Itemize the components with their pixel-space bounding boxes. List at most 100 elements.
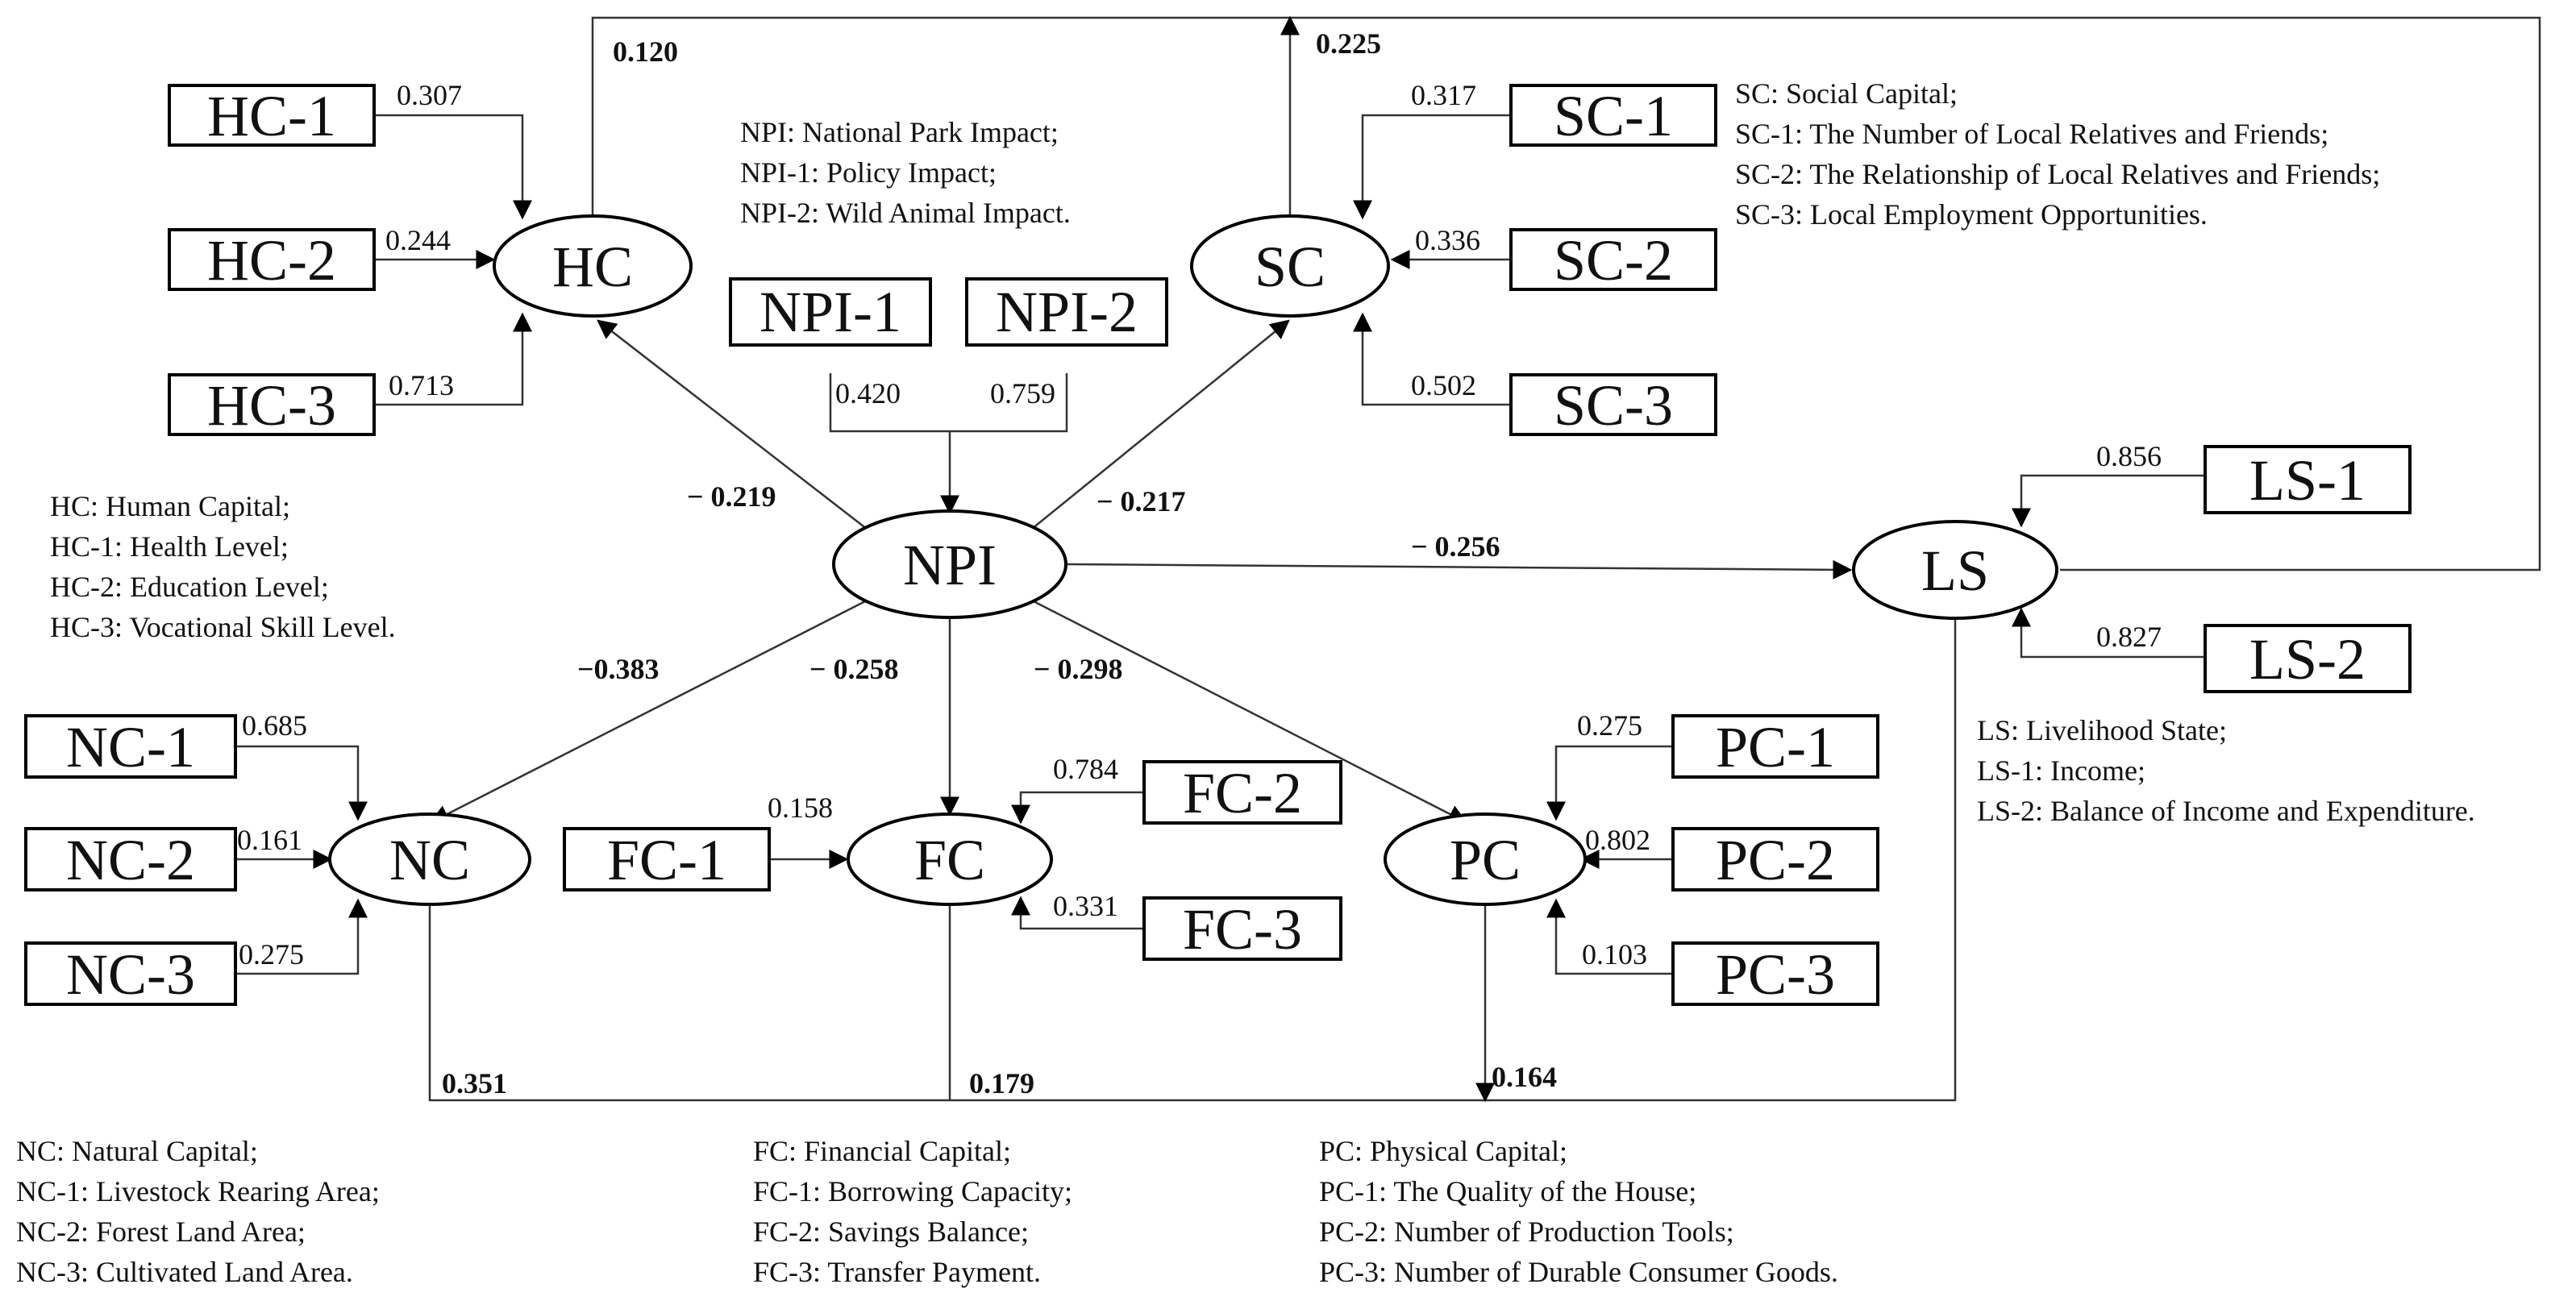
fc1-loading: 0.158 [768, 792, 833, 824]
hc1-label: HC-1 [207, 84, 336, 148]
nc1-loading: 0.685 [242, 709, 307, 742]
pc1-loading: 0.275 [1577, 709, 1642, 742]
ls1-loading: 0.856 [2096, 440, 2162, 472]
npi-to-pc-path [1031, 599, 1468, 824]
pc1-to-pc-arrow [1546, 745, 1673, 821]
legend-npi-line: NPI-2: Wild Animal Impact. [740, 197, 1071, 229]
npi1-label: NPI-1 [759, 280, 901, 344]
npi2-box [965, 277, 1168, 347]
nc1-label: NC-1 [66, 715, 195, 779]
npi-fc-coefficient: − 0.258 [809, 653, 899, 685]
npi-ls-coefficient: − 0.256 [1411, 530, 1500, 563]
pc2-label: PC-2 [1716, 828, 1835, 892]
sc3-to-sc-arrow [1353, 312, 1511, 406]
legend-hc-line: HC-2: Education Level; [50, 571, 329, 603]
hc3-box [168, 373, 376, 436]
legend-nc-line: NC-2: Forest Land Area; [16, 1216, 306, 1248]
ls2-box [2204, 624, 2412, 693]
fc-ls-coefficient: 0.179 [969, 1067, 1034, 1099]
pc2-loading: 0.802 [1585, 824, 1650, 856]
npi-to-ls-path [1066, 559, 1853, 580]
legend-ls-line: LS-2: Balance of Income and Expenditure. [1977, 795, 2475, 827]
sc2-label: SC-2 [1554, 228, 1673, 293]
ls1-to-ls-arrow [2012, 474, 2205, 528]
nc-label: NC [389, 828, 470, 892]
legend-pc-line: PC-3: Number of Durable Consumer Goods. [1319, 1256, 1838, 1288]
pc2-box [1671, 827, 1879, 891]
sc-label: SC [1255, 235, 1325, 299]
legend-npi-line: NPI-1: Policy Impact; [740, 156, 997, 189]
fc2-box [1142, 760, 1342, 825]
npi1-loading: 0.420 [835, 377, 901, 409]
hc2-box [168, 228, 376, 291]
legend-nc: NC: Natural Capital; NC-1: Livestock Rea… [16, 1135, 380, 1288]
legend-nc-line: NC-1: Livestock Rearing Area; [16, 1175, 380, 1207]
pc3-box [1671, 941, 1879, 1006]
legend-ls-line: LS: Livelihood State; [1977, 714, 2227, 746]
fc2-to-fc-arrow [1011, 791, 1144, 825]
sc1-label: SC-1 [1554, 84, 1673, 148]
npi-to-hc-path [597, 319, 872, 533]
npi-label: NPI [903, 533, 997, 597]
nc-fc-pc-to-ls-path [428, 614, 1957, 1100]
sc3-box [1509, 373, 1717, 436]
pc3-loading: 0.103 [1582, 938, 1647, 970]
fc3-label: FC-3 [1183, 897, 1302, 962]
legend-sc-line: SC-3: Local Employment Opportunities. [1735, 198, 2208, 231]
npi-nc-coefficient: −0.383 [577, 653, 660, 685]
legend-ls-line: LS-1: Income; [1977, 754, 2145, 787]
hc1-loading: 0.307 [397, 79, 462, 111]
legend-fc: FC: Financial Capital; FC-1: Borrowing C… [753, 1135, 1072, 1288]
legend-sc-line: SC: Social Capital; [1735, 77, 1958, 110]
sc1-loading: 0.317 [1411, 79, 1476, 111]
hc3-to-hc-arrow [374, 312, 532, 406]
ls1-box [2204, 445, 2412, 514]
legend-fc-line: FC-3: Transfer Payment. [753, 1256, 1041, 1288]
pc3-to-pc-arrow [1546, 898, 1673, 975]
sc2-box [1509, 228, 1717, 291]
sc-ls-coefficient: 0.225 [1316, 27, 1381, 60]
legend-pc-line: PC: Physical Capital; [1319, 1135, 1567, 1167]
legend-pc-line: PC-2: Number of Production Tools; [1319, 1216, 1734, 1248]
pc1-label: PC-1 [1716, 715, 1835, 779]
loading-labels: 0.307 0.244 0.713 0.420 0.759 0.317 0.33… [237, 79, 2162, 970]
npi-hc-coefficient: − 0.219 [687, 480, 776, 513]
nc2-loading: 0.161 [237, 824, 302, 856]
legend-hc: HC: Human Capital; HC-1: Health Level; H… [50, 490, 396, 643]
fc2-label: FC-2 [1183, 761, 1302, 825]
npi2-loading: 0.759 [990, 377, 1055, 409]
legend-sc-line: SC-1: The Number of Local Relatives and … [1735, 118, 2328, 150]
nc3-loading: 0.275 [239, 938, 304, 970]
nc2-label: NC-2 [66, 828, 195, 892]
sc1-to-sc-arrow [1353, 114, 1511, 220]
legend-nc-line: NC: Natural Capital; [16, 1135, 258, 1167]
nc-ellipse [328, 813, 531, 906]
npi-pc-coefficient: − 0.298 [1034, 653, 1123, 685]
nc1-to-nc-arrow [235, 745, 368, 821]
nc3-box [24, 941, 237, 1006]
hc3-label: HC-3 [207, 373, 336, 438]
pc-label: PC [1450, 828, 1521, 892]
npi-indicators-to-npi-arrow [829, 373, 1068, 513]
legend-npi: NPI: National Park Impact; NPI-1: Policy… [740, 116, 1071, 229]
nc-ls-coefficient: 0.351 [442, 1067, 507, 1099]
legend-pc-line: PC-1: The Quality of the House; [1319, 1175, 1696, 1207]
ls1-label: LS-1 [2249, 448, 2366, 513]
hc3-loading: 0.713 [389, 369, 454, 401]
latent-constructs: HC SC NPI LS NC FC PC [328, 214, 2058, 906]
fc1-box [563, 827, 771, 891]
indicator-boxes: HC-1 HC-2 HC-3 NPI-1 NPI-2 SC-1 SC-2 SC-… [24, 84, 2412, 1007]
legend-fc-line: FC-1: Borrowing Capacity; [753, 1175, 1072, 1207]
hc-sc-to-ls-path [591, 18, 2541, 571]
hc1-box [168, 84, 376, 147]
sc1-box [1509, 84, 1717, 147]
ls2-loading: 0.827 [2096, 621, 2162, 653]
npi-to-nc-path [429, 599, 868, 824]
legend-sc: SC: Social Capital; SC-1: The Number of … [1735, 77, 2380, 231]
legend-nc-line: NC-3: Cultivated Land Area. [16, 1256, 353, 1288]
sc-ellipse [1190, 214, 1390, 318]
legend-sc-line: SC-2: The Relationship of Local Relative… [1735, 158, 2380, 190]
nc3-to-nc-arrow [235, 898, 368, 975]
legend-hc-line: HC-1: Health Level; [50, 530, 289, 563]
